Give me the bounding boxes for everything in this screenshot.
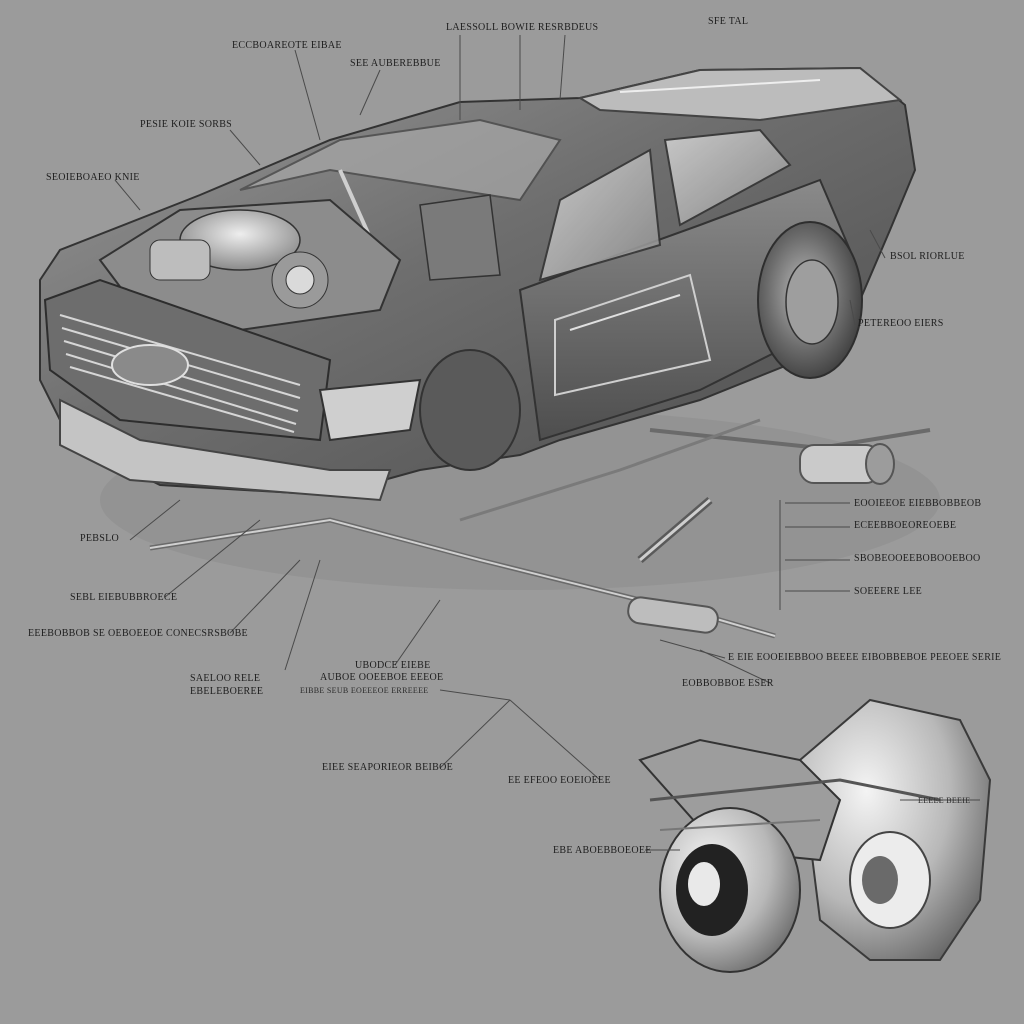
label-mid-low-2b: AUBOE OOEEBOE EEEOE <box>320 672 444 683</box>
label-right-r3: SBOBEOOEEBOBOOEBOO <box>854 553 981 564</box>
car-body <box>39 66 917 502</box>
label-mid-low-1a: SAELOO RELE <box>190 673 261 684</box>
label-top-center: LAESSOLL BOWIE RESRBDEUS <box>446 22 599 33</box>
turbocharger <box>638 698 992 973</box>
label-right-low-long: E EIE EOOEIEBBOO BEEEE EIBOBBEBOE PEEOEE… <box>728 652 1002 663</box>
engine-block <box>149 209 329 309</box>
label-mid-low-1b: EBELEBOEREE <box>190 686 264 697</box>
label-top-left-2: SEE AUBEREBBUE <box>350 58 441 69</box>
label-bottom-left-turbo: EBE ABOEBBOEOEE <box>553 845 652 856</box>
label-right-low-2: EOBBOBBOE ESER <box>682 678 774 689</box>
label-mid-low-2a: UBODCE EIEBE <box>355 660 431 671</box>
label-right-r1: EOOIEEOE EIEBBOBBEOB <box>854 498 982 509</box>
rear-wheel <box>757 221 863 379</box>
leader-lines <box>114 34 980 851</box>
label-top-left: ECCBOAREOTE EIBAE <box>232 40 342 51</box>
label-left-mid: SEOIEBOAEO KNIE <box>46 172 140 183</box>
label-left-upper: PESIE KOIE SORBS <box>140 119 233 130</box>
exhaust-system <box>149 418 931 639</box>
label-bottom-mid-2: EE EFEOO EOEIOEEE <box>508 775 611 786</box>
label-right-wheel-2: PETEREOO EIERS <box>858 318 944 329</box>
label-right-r2: ECEEBBOEOREOEBE <box>854 520 957 531</box>
label-turbo-right: EEEEE BEEIE <box>918 796 971 805</box>
label-mid-low-2c: EIBBE SEUB EOEEEOE ERREEEE <box>300 686 429 695</box>
label-left-low-2: SEBL EIEBUBBROECE <box>70 592 178 603</box>
label-top-right: SFE TAL <box>708 16 749 27</box>
label-right-r4: SOEEERE Lee <box>854 586 923 597</box>
label-bottom-mid-1: EIEE SEAPORIEOR BEIBOE <box>322 762 454 773</box>
label-left-low-3: EEEBOBBOB SE OEBOEEOE CONECSRSBOBE <box>28 628 248 639</box>
label-left-low-1: PEBSLO <box>80 533 120 544</box>
label-right-wheel-1: BSOL RIORLUE <box>890 251 965 262</box>
